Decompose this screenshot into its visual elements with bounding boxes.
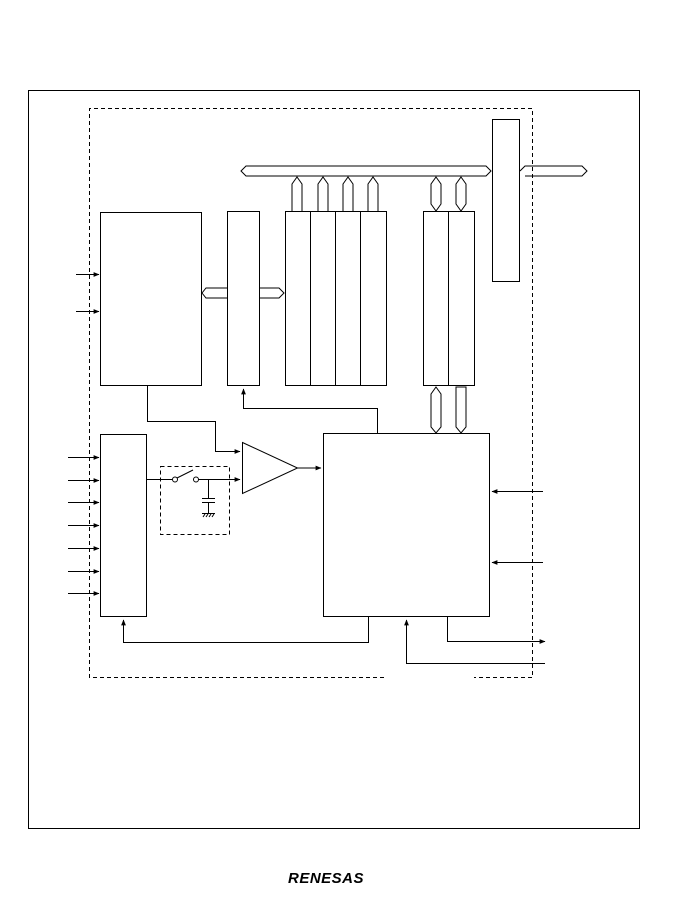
internal-bus xyxy=(240,165,492,177)
data-register-bus-arrow xyxy=(291,176,303,211)
register-pair-bus-arrow xyxy=(430,176,442,212)
data-register-bus-arrow xyxy=(317,176,329,211)
outer-frame xyxy=(28,90,640,829)
switch-blade xyxy=(176,469,194,479)
switch-contact xyxy=(172,476,178,483)
data-register-bus-arrow xyxy=(367,176,379,211)
renesas-logo: RENESAS xyxy=(288,870,365,887)
external-bus xyxy=(519,165,588,177)
control-block xyxy=(100,212,202,386)
converter-output-arrow xyxy=(447,617,546,644)
multiplexer-block xyxy=(100,434,147,617)
ground-hatch xyxy=(202,513,215,518)
sample-hold-box xyxy=(160,466,230,535)
bus-interface-block xyxy=(492,119,520,282)
data-register-bus-arrow xyxy=(342,176,354,211)
register-group-link xyxy=(260,287,285,299)
control-register-link xyxy=(201,287,227,299)
control-register-block xyxy=(227,211,260,386)
converter-mux-feedback xyxy=(121,617,369,643)
module-boundary xyxy=(89,108,533,678)
converter-block xyxy=(323,433,490,617)
control-comparator-line xyxy=(147,386,241,454)
switch-contact xyxy=(193,476,199,483)
register-pair-converter-link xyxy=(455,386,467,434)
register-pair-converter-link xyxy=(430,386,442,434)
register-pair-bus-arrow xyxy=(455,176,467,212)
comparator xyxy=(242,441,299,495)
converter-bottom-input xyxy=(404,619,545,664)
converter-register-feedback xyxy=(241,388,378,433)
